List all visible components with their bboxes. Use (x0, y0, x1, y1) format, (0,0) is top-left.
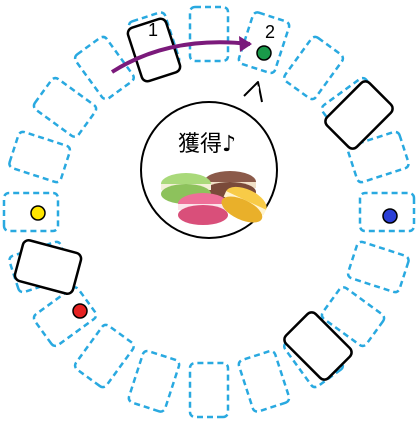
card-2-label: 2 (265, 22, 275, 42)
placed-card[interactable] (13, 239, 83, 295)
card-slot[interactable] (32, 76, 98, 138)
card-slot[interactable] (358, 191, 416, 233)
macarons-image (161, 171, 267, 225)
card-slot[interactable] (188, 361, 230, 419)
card-slot[interactable] (73, 323, 135, 389)
card-slot[interactable] (188, 5, 230, 63)
marker-red (72, 303, 88, 319)
card-slot[interactable] (73, 35, 135, 101)
card-slot[interactable] (346, 130, 410, 184)
card-slot[interactable] (346, 240, 410, 294)
marker-yellow (30, 205, 46, 221)
card-slot[interactable] (282, 35, 345, 101)
card-slot-ring (2, 5, 416, 419)
card-slot[interactable] (32, 285, 98, 348)
card-slot[interactable] (237, 11, 291, 75)
card-slot[interactable] (127, 349, 181, 413)
card-slot[interactable] (8, 130, 72, 184)
marker-green (256, 45, 272, 61)
move-arrow (110, 40, 251, 74)
placed-card[interactable] (282, 310, 354, 382)
placed-card[interactable] (323, 79, 395, 151)
card-slot[interactable] (320, 285, 386, 348)
placed-cards (13, 79, 395, 382)
card-slot[interactable] (2, 191, 60, 233)
bubble-text: 獲得♪ (178, 132, 236, 157)
card-slot[interactable] (237, 349, 291, 413)
card-1-label: 1 (148, 20, 158, 40)
arrow-head (239, 36, 252, 52)
marker-blue (382, 208, 398, 224)
card-1[interactable] (126, 17, 182, 83)
